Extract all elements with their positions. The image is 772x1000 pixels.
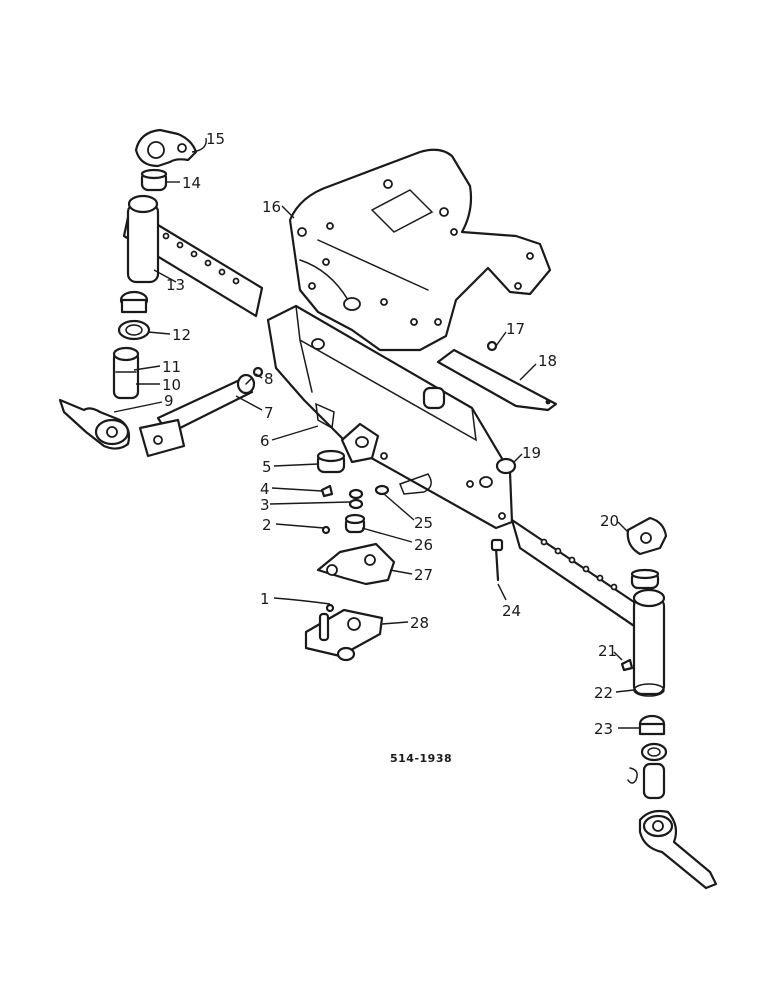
callout-25: 25 xyxy=(414,514,433,532)
part-axle-extension-right xyxy=(510,518,642,632)
part-2-fitting xyxy=(321,525,331,535)
part-3-washer xyxy=(348,488,364,510)
callout-9: 9 xyxy=(164,392,174,410)
part-14-bushing xyxy=(140,168,168,192)
callout-21: 21 xyxy=(598,642,617,660)
callout-7: 7 xyxy=(264,404,274,422)
callout-28: 28 xyxy=(410,614,429,632)
callout-4: 4 xyxy=(260,480,270,498)
part-6-axle-beam xyxy=(266,304,514,530)
callout-2: 2 xyxy=(262,516,272,534)
part-28-pivot-pin-plate xyxy=(304,608,384,662)
part-10-retainer-right xyxy=(627,767,638,784)
part-spindle-right xyxy=(640,742,668,800)
part-center-bushing xyxy=(422,386,446,410)
callout-6: 6 xyxy=(260,432,270,450)
callout-27: 27 xyxy=(414,566,433,584)
part-16-front-support xyxy=(288,148,552,352)
callout-19: 19 xyxy=(522,444,541,462)
part-18-cover-plate xyxy=(436,348,558,412)
callout-26: 26 xyxy=(414,536,433,554)
callout-1: 1 xyxy=(260,590,270,608)
part-24-bolt xyxy=(490,538,504,582)
part-25-collar xyxy=(374,484,390,496)
part-bushing-right-top xyxy=(630,568,660,590)
part-23-bushing xyxy=(638,714,666,736)
part-4-pin xyxy=(320,484,334,498)
callout-12: 12 xyxy=(172,326,191,344)
callout-10: 10 xyxy=(162,376,181,394)
part-11-spindle xyxy=(112,346,140,400)
callout-14: 14 xyxy=(182,174,201,192)
part-19-bushing xyxy=(495,457,517,475)
part-20-steering-arm xyxy=(626,516,668,556)
part-1-grease-fitting xyxy=(325,603,335,613)
part-12-bushing xyxy=(117,290,151,341)
part-13-axle-extension xyxy=(122,194,264,318)
callout-8: 8 xyxy=(264,370,274,388)
part-22-king-pin-tube xyxy=(632,588,666,697)
callout-15: 15 xyxy=(206,130,225,148)
callout-13: 13 xyxy=(166,276,185,294)
part-21-fitting xyxy=(620,658,634,672)
callout-18: 18 xyxy=(538,352,557,370)
callout-labels: 1 2 3 4 5 6 7 8 9 10 11 12 13 14 15 16 1… xyxy=(162,130,619,738)
callout-22: 22 xyxy=(594,684,613,702)
part-pivot-boss xyxy=(340,422,380,464)
part-26-bushing xyxy=(344,513,366,534)
callout-5: 5 xyxy=(262,458,272,476)
callout-17: 17 xyxy=(506,320,525,338)
part-knuckle-right xyxy=(638,809,718,890)
part-9-steering-knuckle xyxy=(58,398,131,450)
callout-20: 20 xyxy=(600,512,619,530)
callout-16: 16 xyxy=(262,198,281,216)
leader-lines xyxy=(113,137,640,729)
callout-3: 3 xyxy=(260,496,270,514)
callout-23: 23 xyxy=(594,720,613,738)
part-15-steering-arm xyxy=(134,128,198,168)
callout-24: 24 xyxy=(502,602,521,620)
callout-11: 11 xyxy=(162,358,181,376)
part-7-king-pin xyxy=(138,373,256,458)
part-27-bracket xyxy=(316,542,396,586)
figure-reference: 514-1938 xyxy=(390,752,452,765)
part-17-nut xyxy=(486,340,498,352)
part-5-bushing xyxy=(316,449,346,474)
